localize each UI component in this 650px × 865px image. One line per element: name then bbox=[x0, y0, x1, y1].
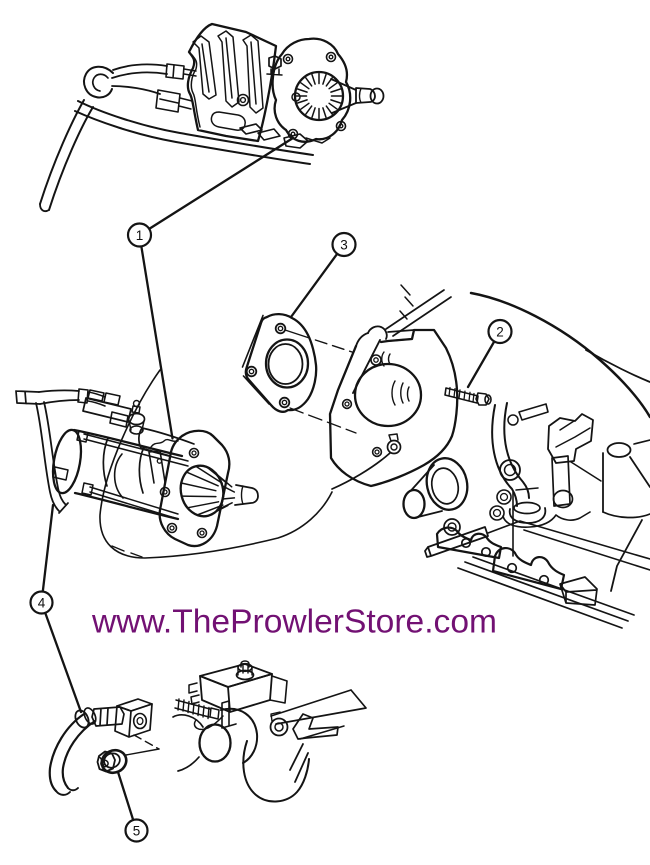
svg-text:3: 3 bbox=[340, 237, 348, 252]
svg-text:www.TheProwlerStore.com: www.TheProwlerStore.com bbox=[91, 603, 497, 640]
svg-text:2: 2 bbox=[496, 324, 504, 339]
svg-text:4: 4 bbox=[38, 595, 46, 610]
svg-text:5: 5 bbox=[133, 823, 141, 838]
svg-text:1: 1 bbox=[136, 228, 144, 243]
